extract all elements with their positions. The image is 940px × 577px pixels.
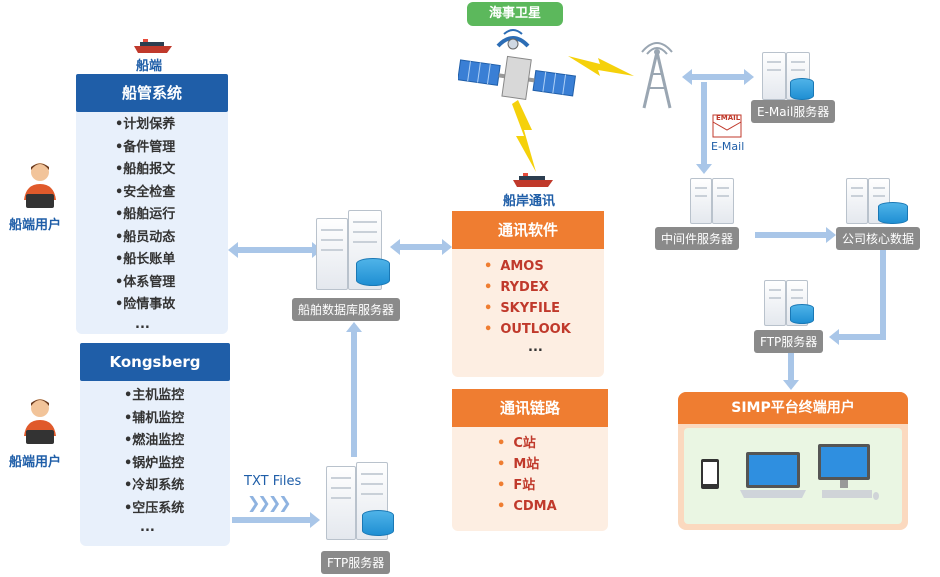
list-item: •船员动态 (115, 229, 176, 245)
ship-mgmt-panel (76, 74, 228, 334)
arrow-core-ftp (838, 334, 886, 340)
lightning-icon (510, 100, 540, 176)
list-item: •AMOS (484, 259, 544, 274)
arrowhead-left (228, 242, 238, 258)
arrowhead-up (346, 322, 362, 332)
ship-db-server-label: 船舶数据库服务器 (292, 298, 401, 321)
list-item: •计划保养 (115, 117, 176, 132)
ship-icon (134, 38, 172, 58)
ship-top-label: 船端 (136, 59, 163, 74)
ship-user-label-1: 船端用户 (9, 218, 62, 233)
arrow-ftp-db (351, 332, 357, 457)
list-item: •RYDEX (484, 280, 549, 295)
email-server-icon (762, 52, 814, 102)
list-item: •CDMA (497, 499, 557, 514)
ship-mgmt-title: 船管系统 (76, 74, 228, 112)
core-data-server-icon (846, 178, 910, 224)
user-icon (20, 160, 60, 214)
kongsberg-title: Kongsberg (80, 343, 230, 381)
list-item: ... (528, 340, 543, 355)
arrowhead-right (826, 227, 836, 243)
list-item: •SKYFILE (484, 301, 561, 316)
arrowhead-right (310, 512, 320, 528)
ship-db-server-icon (316, 210, 392, 290)
list-item: ... (140, 520, 155, 535)
arrowhead-right (442, 239, 452, 255)
list-item: •F站 (497, 478, 536, 493)
arrowhead-left (682, 69, 692, 85)
list-item: •险情事故 (115, 297, 176, 312)
email-label: E-Mail (711, 140, 745, 153)
ship-mgmt-list: •计划保养 •备件管理 •船舶报文 •安全检查 •船舶运行 •船员动态 •船长账… (115, 114, 175, 333)
list-item: •船舶运行 (115, 207, 176, 222)
ftp-bottom-server-label: FTP服务器 (321, 551, 391, 574)
txt-files-label: TXT Files (244, 474, 302, 489)
arrow-shipmgmt-db (234, 247, 316, 253)
comm-link-list: •C站 •M站 •F站 •CDMA (497, 433, 557, 517)
middleware-server-icon (690, 178, 738, 224)
txt-files-chevrons: ❯❯❯❯ (247, 493, 292, 512)
list-item: •安全检查 (115, 184, 176, 200)
comm-software-title: 通讯软件 (452, 211, 604, 249)
list-item: •OUTLOOK (484, 322, 571, 337)
phone-icon (700, 458, 720, 494)
simp-title: SIMP平台终端用户 (678, 392, 908, 424)
arrow-antenna-middleware (701, 82, 707, 167)
satellite-label: 海事卫星 (467, 2, 563, 26)
lightning-icon (568, 54, 634, 84)
arrow-db-comm (396, 244, 446, 250)
list-item: •船长账单 (115, 252, 176, 267)
arrow-middleware-core (755, 232, 827, 238)
list-item: •备件管理 (115, 139, 176, 155)
arrowhead-right (744, 69, 754, 85)
list-item: •辅机监控 (124, 410, 185, 426)
arrowhead-left (390, 239, 400, 255)
arrow-antenna-email (690, 74, 745, 80)
list-item: •船舶报文 (115, 162, 176, 177)
ftp-bottom-server-icon (326, 462, 394, 542)
arrowhead-left (829, 329, 839, 345)
list-item: •体系管理 (115, 274, 176, 290)
email-envelope-icon (712, 114, 742, 142)
kongsberg-list: •主机监控 •辅机监控 •燃油监控 •锅炉监控 •冷却系统 •空压系统 ... (124, 385, 184, 536)
arrow-ftp-simp (788, 346, 794, 382)
arrowhead-down (783, 380, 799, 390)
ship-icon (513, 172, 553, 192)
email-tag: EMAIL (716, 114, 741, 122)
laptop-icon (738, 450, 808, 504)
list-item: •主机监控 (124, 388, 185, 403)
ftp-right-server-icon (764, 280, 814, 326)
list-item: •燃油监控 (124, 433, 185, 448)
arrow-core-down (880, 244, 886, 340)
list-item: •锅炉监控 (124, 455, 185, 471)
list-item: •冷却系统 (124, 478, 185, 493)
comm-link-title: 通讯链路 (452, 389, 608, 427)
comm-software-list: •AMOS •RYDEX •SKYFILE •OUTLOOK ... (484, 256, 571, 356)
satellite-icon (457, 28, 578, 110)
middleware-server-label: 中间件服务器 (655, 227, 740, 250)
list-item: •空压系统 (124, 500, 185, 516)
list-item: •M站 (497, 457, 540, 472)
core-data-label: 公司核心数据 (836, 227, 921, 250)
arrowhead-down (696, 164, 712, 174)
ship-shore-label: 船岸通讯 (503, 194, 556, 209)
list-item: ... (135, 316, 150, 332)
user-icon (20, 396, 60, 450)
arrow-kongsberg-ftp (232, 517, 312, 523)
list-item: •C站 (497, 436, 536, 451)
ftp-right-server-label: FTP服务器 (754, 330, 824, 353)
antenna-tower-icon (634, 38, 680, 114)
desktop-icon (814, 442, 880, 508)
ship-user-label-2: 船端用户 (9, 455, 62, 470)
email-server-label: E-Mail服务器 (751, 100, 836, 123)
